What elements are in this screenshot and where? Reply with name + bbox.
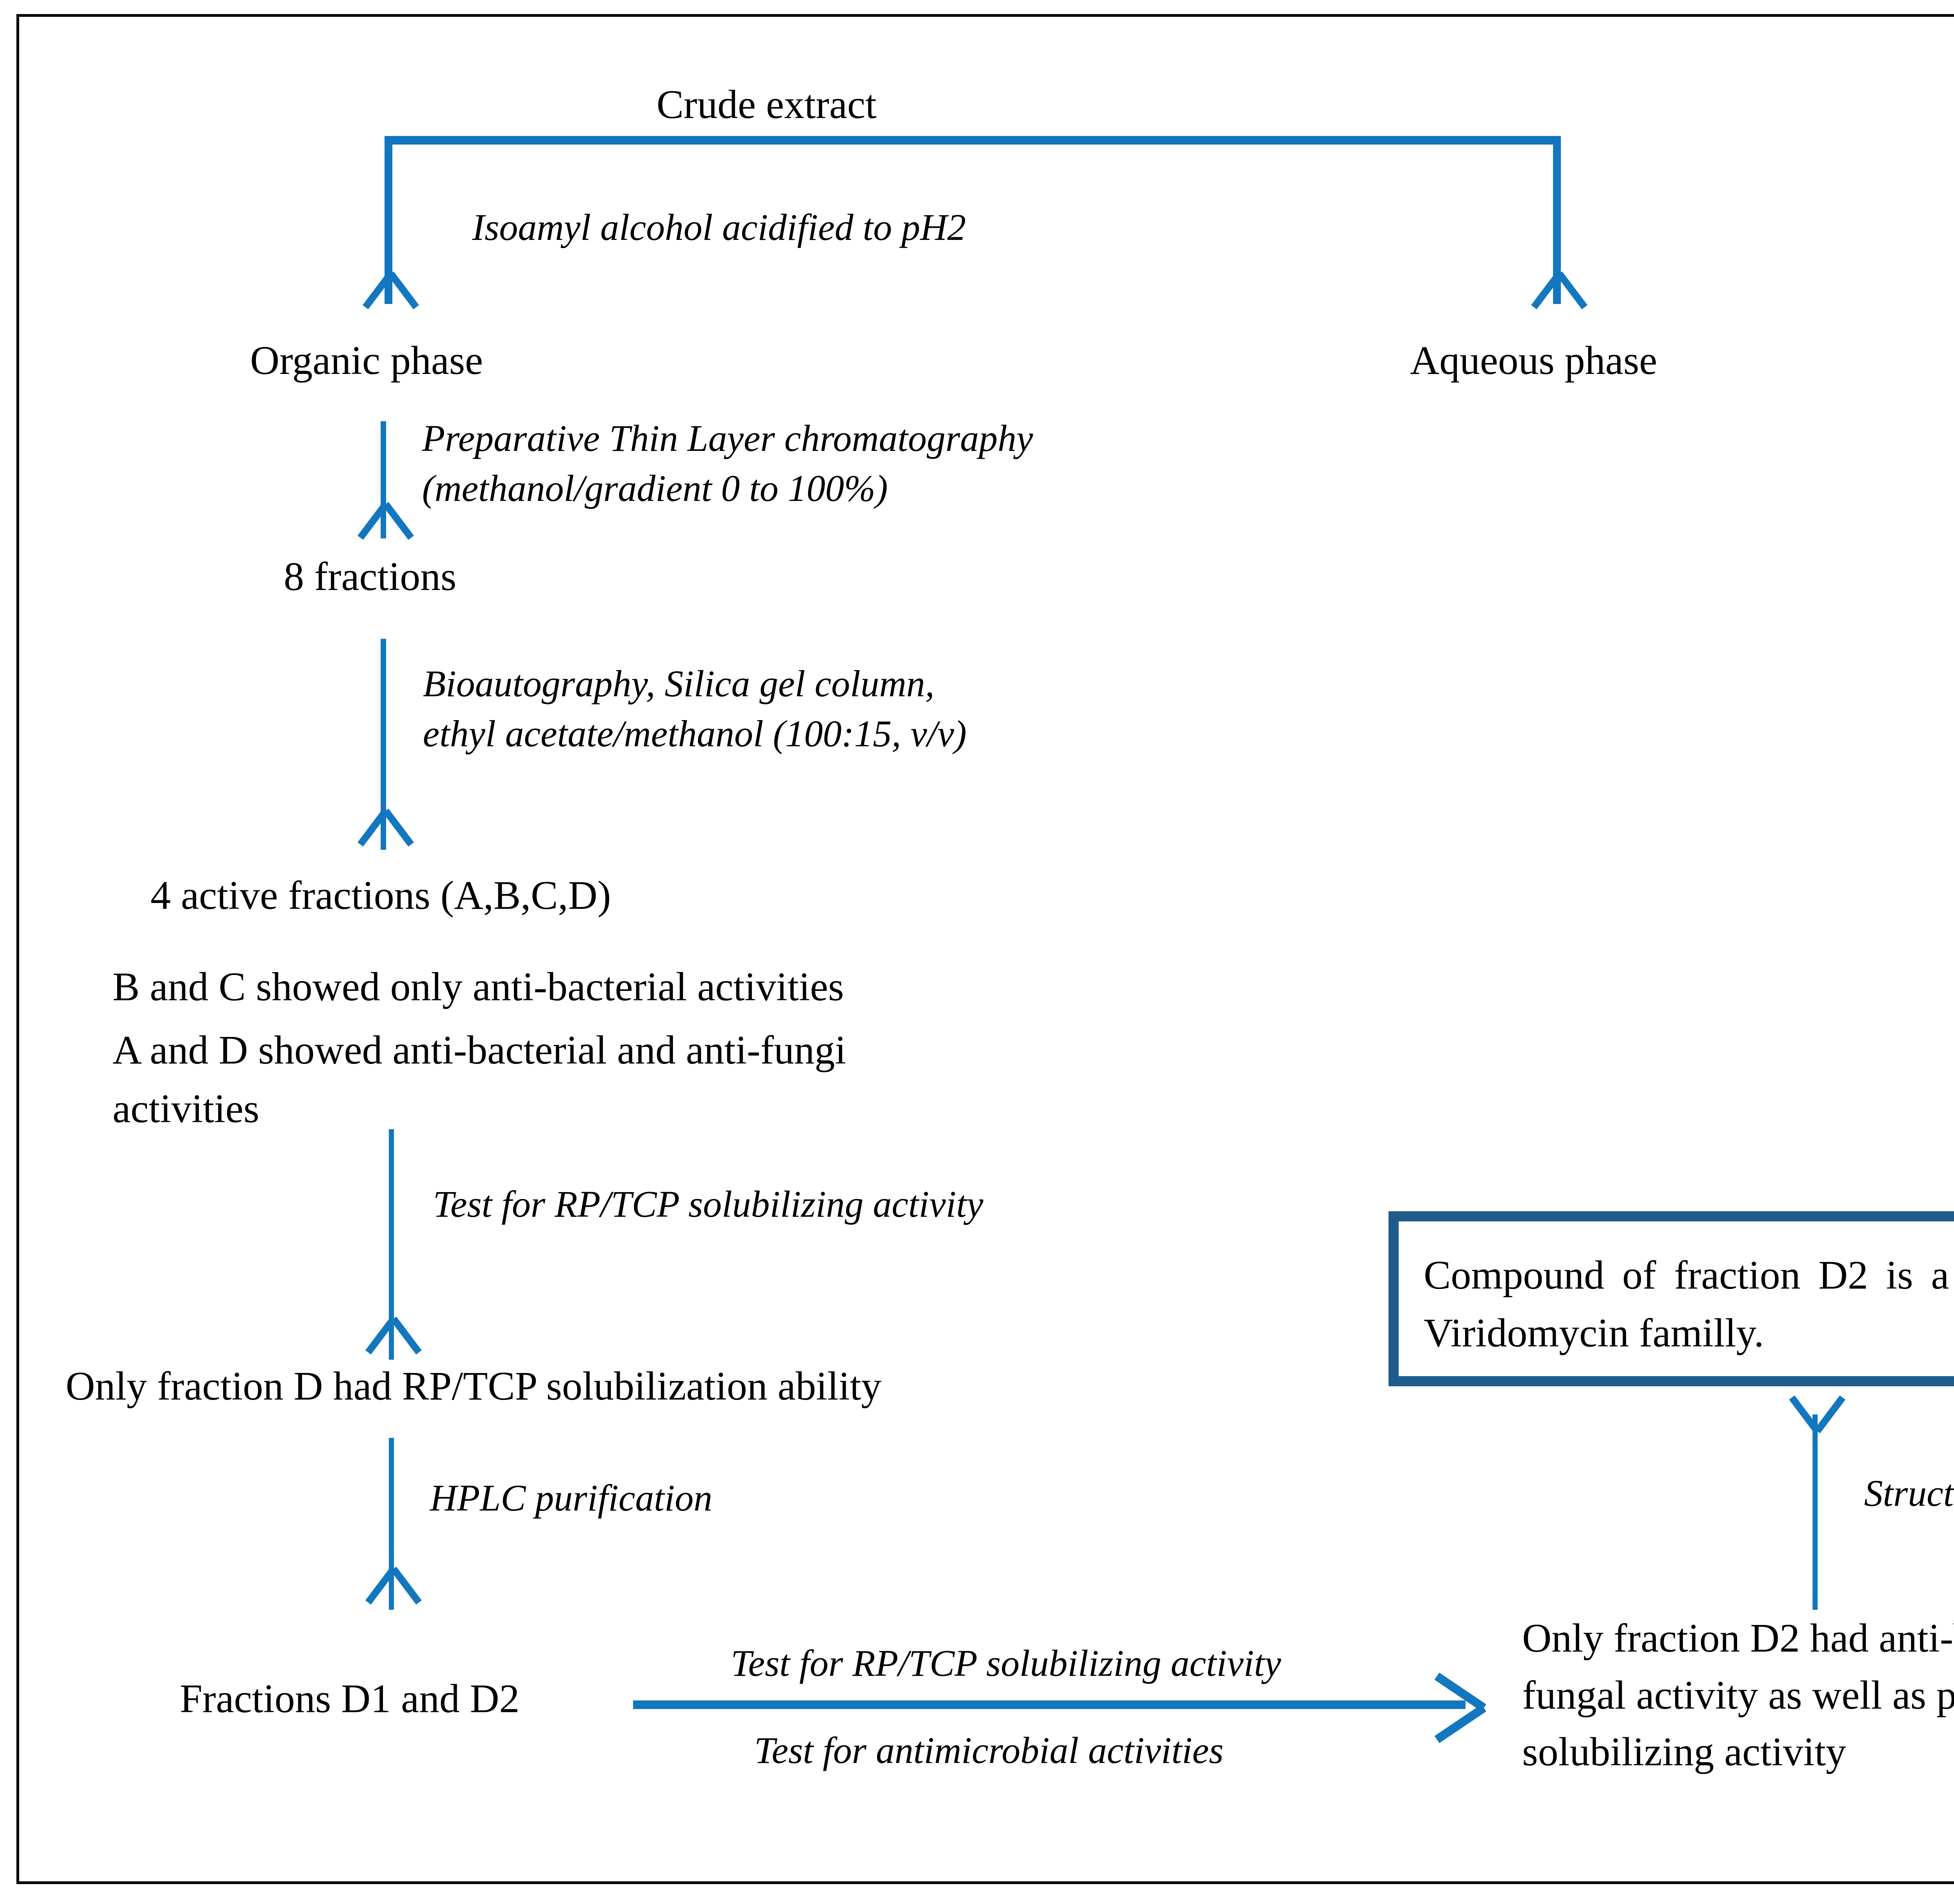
split-connector-horizontal <box>385 136 1561 145</box>
connector-organic-to-fractions <box>381 421 386 538</box>
connector-fractions-to-active <box>381 639 386 850</box>
edge-label-structure-elucidation: Structure elucidation <box>1864 1472 1954 1514</box>
node-ad-result-line1: A and D showed anti-bacterial and anti-f… <box>113 1028 846 1073</box>
connector-d1d2-to-d2result <box>633 1700 1466 1709</box>
edge-label-ptlc-line2: (methanol/gradient 0 to 100%) <box>422 467 888 509</box>
node-8-fractions: 8 fractions <box>284 554 456 599</box>
connector-fractionD-to-d1d2 <box>389 1438 394 1610</box>
edge-label-ptlc-line1: Preparative Thin Layer chromatography <box>422 417 1033 459</box>
edge-label-hplc: HPLC purification <box>430 1477 712 1519</box>
edge-label-extraction: Isoamyl alcohol acidified to pH2 <box>472 206 966 248</box>
edge-label-bioautography-line2: ethyl acetate/methanol (100:15, v/v) <box>423 713 967 754</box>
connector-results-to-fractionD <box>389 1129 394 1360</box>
edge-label-rptcp-test: Test for RP/TCP solubilizing activity <box>433 1183 984 1225</box>
node-crude-extract: Crude extract <box>657 82 877 127</box>
conclusion-text: Compound of fraction D2 is a molecule of… <box>1424 1253 1954 1355</box>
connector-to-organic-phase <box>385 136 392 304</box>
edge-label-rptcp-test-2: Test for RP/TCP solubilizing activity <box>731 1642 1281 1684</box>
node-fraction-d-result: Only fraction D had RP/TCP solubilizatio… <box>66 1364 882 1409</box>
conclusion-box: Compound of fraction D2 is a molecule of… <box>1389 1211 1954 1386</box>
node-fractions-d1-d2: Fractions D1 and D2 <box>180 1676 520 1721</box>
connector-d2result-to-conclusion <box>1813 1414 1818 1610</box>
node-ad-result-line2: activities <box>113 1086 259 1131</box>
node-bc-result: B and C showed only anti-bacterial activ… <box>113 964 844 1009</box>
edge-label-antimicrobial-test: Test for antimicrobial activities <box>754 1729 1224 1771</box>
node-aqueous-phase: Aqueous phase <box>1410 338 1657 383</box>
edge-label-bioautography-line1: Bioautography, Silica gel column, <box>423 663 935 704</box>
node-4-active-fractions: 4 active fractions (A,B,C,D) <box>150 873 611 918</box>
diagram-frame <box>16 14 1954 1884</box>
node-organic-phase: Organic phase <box>250 338 483 383</box>
node-d2-result: Only fraction D2 had anti-bacterial and … <box>1522 1616 1954 1775</box>
connector-to-aqueous-phase <box>1553 136 1561 304</box>
